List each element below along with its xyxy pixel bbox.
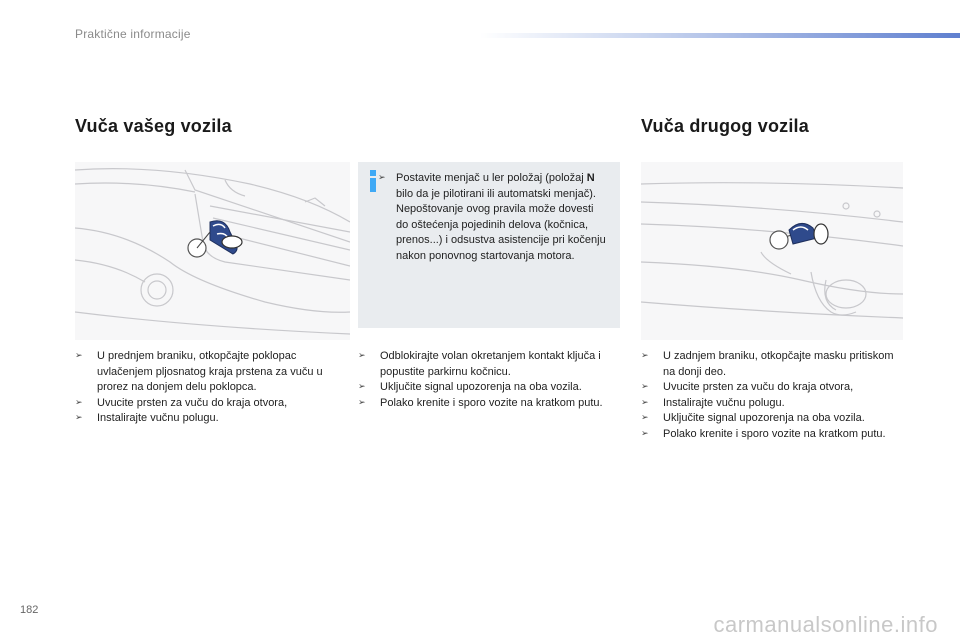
info-box: ➢ Postavite menjač u ler položaj (položa… <box>358 162 620 328</box>
front-bumper-illustration <box>75 162 350 340</box>
step-text: Instalirajte vučnu polugu. <box>663 396 785 409</box>
rear-bumper-illustration <box>641 162 903 340</box>
front-bumper-towing-eye-icon <box>75 168 350 335</box>
list-item: ➢ Odblokirajte volan okretanjem kontakt k… <box>358 349 620 380</box>
bullet-icon: ➢ <box>358 397 366 408</box>
list-item: ➢ Polako krenite i sporo vozite na kratko… <box>641 427 903 443</box>
info-line: bilo da je pilotirani ili automatski men… <box>396 187 596 200</box>
header-decorative-bar <box>480 33 960 38</box>
list-item: ➢ Instalirajte vučnu polugu. <box>75 411 340 427</box>
list-item: ➢ U zadnjem braniku, otkopčajte masku pri… <box>641 349 903 380</box>
list-item: ➢ Uvucite prsten za vuču do kraja otvora, <box>641 380 903 396</box>
bullet-icon: ➢ <box>75 413 83 423</box>
bullet-icon: ➢ <box>641 413 649 423</box>
info-line: Postavite menjač u ler položaj (položaj <box>396 172 587 184</box>
info-bold: N <box>586 172 595 184</box>
bullet-icon: ➢ <box>75 351 83 361</box>
step-text: Uvucite prsten za vuču do kraja otvora, <box>97 396 288 409</box>
step-text: Instalirajte vučnu polugu. <box>97 412 219 424</box>
bullet-icon: ➢ <box>641 351 649 361</box>
section-title-other-vehicle: Vuča drugog vozila <box>641 116 809 136</box>
step-text: U prednjem braniku, otkopčajte poklopac … <box>97 350 323 393</box>
step-text: Uključite signal upozorenja na oba vozil… <box>380 381 582 393</box>
info-warning: Nepoštovanje ovog pravila može dovesti d… <box>396 203 606 262</box>
list-item: ➢ Instalirajte vučnu polugu. <box>641 396 903 412</box>
bullet-icon: ➢ <box>641 397 649 408</box>
list-item: ➢ U prednjem braniku, otkopčajte poklopac… <box>75 349 340 396</box>
bullet-icon: ➢ <box>358 351 366 361</box>
step-text: Odblokirajte volan okretanjem kontakt kl… <box>380 350 601 378</box>
bullet-icon: ➢ <box>641 382 649 392</box>
own-vehicle-steps: ➢ U prednjem braniku, otkopčajte poklopac… <box>75 349 340 427</box>
section-title-own-vehicle: Vuča vašeg vozila <box>75 116 232 136</box>
step-text: U zadnjem braniku, otkopčajte masku prit… <box>663 350 894 378</box>
towing-steps: ➢ Odblokirajte volan okretanjem kontakt k… <box>358 349 620 411</box>
list-item: ➢ Uvucite prsten za vuču do kraja otvora, <box>75 396 340 412</box>
step-text: Polako krenite i sporo vozite na kratkom… <box>663 427 886 440</box>
info-text: ➢ Postavite menjač u ler položaj (položa… <box>378 171 606 264</box>
bullet-icon: ➢ <box>75 397 83 408</box>
watermark: carmanualsonline.info <box>713 612 938 637</box>
step-text: Uvucite prsten za vuču do kraja otvora, <box>663 381 854 393</box>
bullet-icon: ➢ <box>358 382 366 392</box>
step-text: Uključite signal upozorenja na oba vozil… <box>663 412 865 424</box>
rear-bumper-towing-eye-icon <box>641 182 903 319</box>
bullet-icon: ➢ <box>378 173 386 183</box>
list-item: ➢ Polako krenite i sporo vozite na kratko… <box>358 396 620 412</box>
list-item: ➢ Uključite signal upozorenja na oba vozi… <box>358 380 620 396</box>
step-text: Polako krenite i sporo vozite na kratkom… <box>380 396 603 409</box>
other-vehicle-steps: ➢ U zadnjem braniku, otkopčajte masku pri… <box>641 349 903 442</box>
page-header-title: Praktične informacije <box>75 27 191 41</box>
info-icon <box>368 170 378 192</box>
list-item: ➢ Uključite signal upozorenja na oba vozi… <box>641 411 903 427</box>
bullet-icon: ➢ <box>641 428 649 439</box>
page-number: 182 <box>20 604 39 616</box>
